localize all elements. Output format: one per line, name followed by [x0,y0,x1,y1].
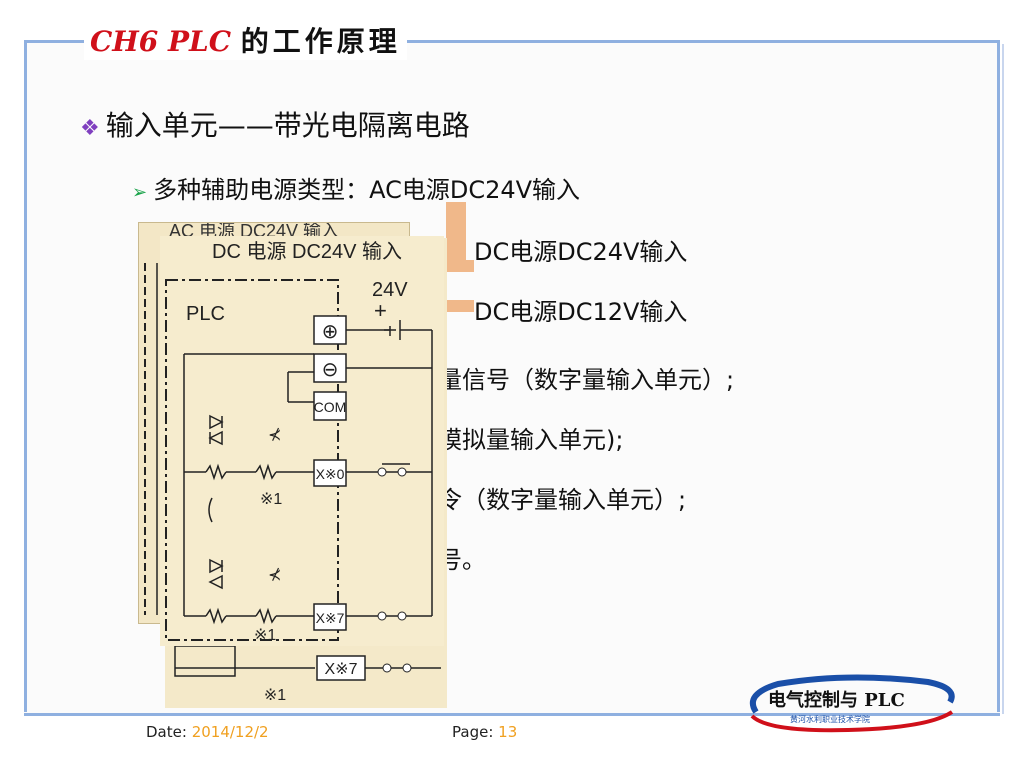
plus-sign: + [374,298,387,323]
page-value: 13 [498,723,518,741]
circuit-dc-drawing: DC 电源 DC24V 输入 PLC 24V + ⊕ ⊖ COM ⊀ X※0 [165,240,433,644]
peach-arrow-shape [446,202,466,260]
frame-shadow-rule [1002,44,1004,714]
type-item-dc12: DC电源DC12V输入 [474,298,688,326]
slide-title: CH6 PLC 的工作原理 [84,20,407,60]
list-item: 模拟量输入单元); [438,426,624,454]
note-mark-x0: ※1 [260,491,282,508]
note-mark-x7: ※1 [254,627,276,644]
frame-left-rule [24,40,27,712]
circuit-image-dc: DC 电源 DC24V 输入 PLC 24V + ⊕ ⊖ COM ⊀ X※0 [160,236,444,646]
course-logo: 电气控制与 PLC 黄河水利职业技术学院 [738,672,960,738]
peach-arrow-shape [446,260,474,272]
phototransistor-icon: ⊀ [268,425,281,444]
main-heading: ❖输入单元——带光电隔离电路 [80,104,470,144]
voltage-label: 24V [372,279,408,301]
terminal-x7: X※7 [316,610,345,626]
list-item: 令（数字量输入单元）; [438,486,687,514]
terminal-x0: X※0 [316,466,345,482]
footer-date: Date: 2014/12/2 [146,723,269,741]
main-heading-text: 输入单元——带光电隔离电路 [105,109,470,142]
logo-subtitle: 黄河水利职业技术学院 [790,714,870,724]
power-types-text: 多种辅助电源类型：AC电源DC24V输入 [153,176,581,204]
terminal-com: COM [314,399,347,415]
terminal-plus: ⊕ [322,319,339,343]
terminal-x7-back: X※7 [325,661,358,678]
circuit-back-drawing: X※7 ※1 [174,645,441,704]
list-item: 量信号（数字量输入单元）; [438,366,735,394]
logo-graphic: 电气控制与 PLC 黄河水利职业技术学院 [749,674,955,733]
page-label: Page: [452,723,494,741]
date-label: Date: [146,723,187,741]
title-chinese: 的工作原理 [240,25,401,58]
dc-label: DC 电源 DC24V 输入 [212,240,402,263]
title-code: CH6 PLC [90,25,231,58]
plc-label: PLC [186,303,225,325]
logo-title: 电气控制与 PLC [768,689,905,711]
phototransistor-icon: ⊀ [268,565,281,584]
type-item-dc24: DC电源DC24V输入 [474,238,688,266]
note-mark-back: ※1 [264,687,286,704]
diamond-bullet-icon: ❖ [80,116,100,141]
peach-arrow-shape [446,300,474,312]
power-types-line: ➢多种辅助电源类型：AC电源DC24V输入 [132,170,580,205]
footer-page: Page: 13 [452,723,517,741]
frame-right-rule [997,40,1000,712]
terminal-minus: ⊖ [322,357,339,381]
date-value: 2014/12/2 [191,723,269,741]
arrow-bullet-icon: ➢ [132,182,148,203]
